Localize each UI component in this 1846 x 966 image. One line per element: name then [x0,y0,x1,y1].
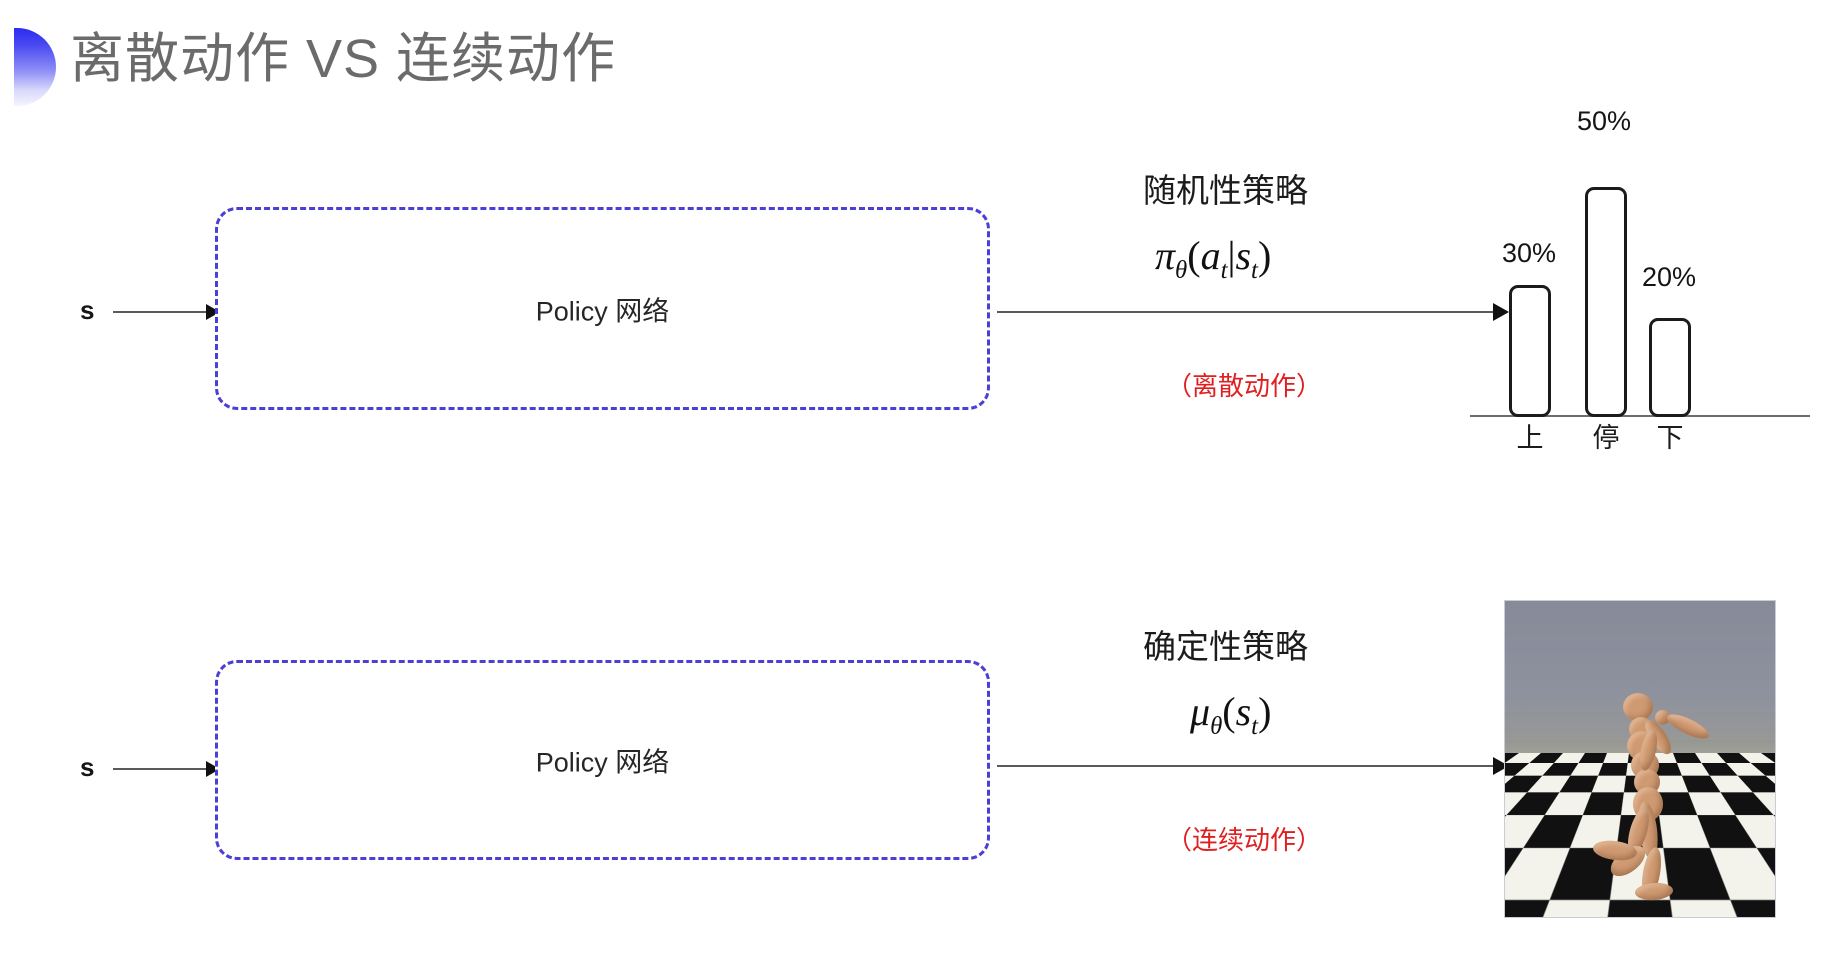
bar-category-label: 下 [1656,423,1684,453]
row2-action-note: （连续动作） [1166,825,1323,855]
row1-policy-formula: πθ(at|st) [1155,232,1271,285]
row1-formula-arg2-sub: t [1251,257,1258,284]
row2-input-state-label: s [80,752,95,782]
row2-policy-formula: μθ(st) [1190,688,1271,741]
bar-value-label: 30% [1501,238,1557,268]
row1-input-arrow [113,311,218,313]
row2-policy-network-box[interactable]: Policy 网络 [215,660,990,860]
row1-formula-fn: π [1155,233,1176,278]
row1-policy-network-box[interactable]: Policy 网络 [215,207,990,410]
humanoid-right-hand [1655,710,1670,725]
row1-policy-kind-label: 随机性策略 [1143,172,1308,209]
discrete-action-bar-chart: 30% 上 50% 停 20% 下 [1470,106,1830,455]
bar-ting [1585,187,1627,417]
row1-policy-network-label: Policy 网络 [535,296,670,326]
row2-output-arrow [997,765,1507,767]
row2-formula-arg1: s [1235,689,1252,734]
bar-shang [1509,285,1551,417]
row1-formula-arg1-sub: t [1220,257,1228,284]
row2-formula-close: ) [1258,689,1272,734]
row2-policy-network-label: Policy 网络 [535,747,670,778]
bar-category-label: 上 [1516,423,1544,453]
row2-formula-theta: θ [1210,713,1223,740]
row1-formula-open: ( [1187,233,1201,278]
row2-formula-fn: μ [1190,689,1211,734]
row2-policy-kind-label: 确定性策略 [1143,628,1308,665]
page-title: 离散动作 VS 连续动作 [70,29,617,89]
half-circle-gradient-bullet-icon [14,28,56,106]
bar-xia [1649,318,1691,417]
bar-value-label: 50% [1576,106,1632,136]
row2-formula-open: ( [1222,689,1236,734]
row1-formula-close: ) [1257,233,1272,278]
row1-formula-theta: θ [1175,257,1188,284]
bar-category-label: 停 [1592,423,1620,453]
row2-formula-arg1-sub: t [1251,713,1259,740]
humanoid-head [1623,693,1653,721]
row1-action-note: （离散动作） [1166,371,1323,401]
humanoid-simulation-image [1504,600,1776,918]
chart-baseline-axis [1470,415,1810,417]
row2-input-arrow [113,768,218,770]
row1-formula-bar: | [1227,233,1236,278]
row1-output-arrow [997,311,1507,313]
row1-formula-arg2: s [1235,233,1252,278]
row1-formula-arg1: a [1200,233,1221,278]
row1-input-state-label: s [80,295,95,325]
bar-value-label: 20% [1641,262,1697,292]
